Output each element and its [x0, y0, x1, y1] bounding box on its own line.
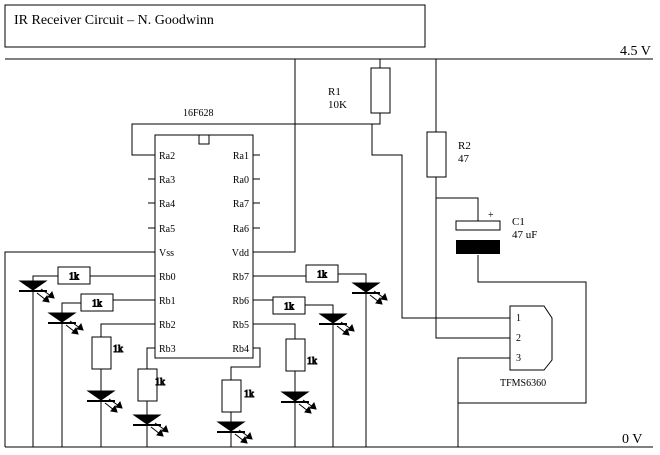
r2-resistor [426, 131, 447, 178]
pin-label-ra2: Ra2 [159, 151, 175, 162]
led-rb0 [18, 280, 55, 303]
pin-label-rb0: Rb0 [159, 272, 176, 283]
wire-rb2 [100, 323, 155, 337]
pin-label-ra5: Ra5 [159, 224, 175, 235]
pin-label-vdd: Vdd [232, 248, 249, 259]
vcc-label: 4.5 V [620, 44, 651, 59]
led-rb5 [280, 391, 317, 414]
wiring [4, 59, 587, 447]
wire-rb4 [230, 347, 261, 380]
r1-value: 10K [328, 99, 347, 111]
resistor-rb6-value: 1k [284, 302, 294, 313]
led-rb4 [216, 421, 253, 444]
r1-resistor [370, 67, 391, 114]
resistor-rb2-value: 1k [113, 344, 123, 355]
led-rb7 [351, 282, 388, 305]
pic-16f628-chip [154, 134, 254, 359]
resistor-rb5 [285, 338, 306, 372]
wire-rb3 [146, 347, 155, 369]
r2-ref: R2 [458, 140, 471, 152]
pin-label-rb1: Rb1 [159, 296, 176, 307]
pin-label-rb6: Rb6 [232, 296, 249, 307]
pin-label-rb7: Rb7 [232, 272, 249, 283]
wire-rb5 [253, 323, 296, 339]
resistor-rb3-value: 1k [155, 377, 165, 388]
pin-label-rb3: Rb3 [159, 344, 176, 355]
c1-value: 47 uF [512, 229, 537, 241]
pin-label-ra3: Ra3 [159, 175, 175, 186]
resistor-rb4-value: 1k [244, 389, 254, 400]
pin-label-rb2: Rb2 [159, 320, 176, 331]
wire-rb7-led [338, 273, 367, 283]
r2-value: 47 [458, 153, 470, 165]
resistor-rb4 [221, 379, 242, 413]
pin-label-ra1: Ra1 [233, 151, 249, 162]
wire-rb1-led [61, 302, 81, 313]
wire-rb6-led [305, 304, 334, 314]
title-box [4, 4, 426, 48]
resistor-rb7-value: 1k [317, 270, 327, 281]
pin-label-ra0: Ra0 [233, 175, 249, 186]
led-rb2 [86, 390, 123, 413]
led-rb1 [47, 312, 84, 335]
receiver-part-label: TFMS6360 [500, 378, 546, 389]
ic-part-label: 16F628 [183, 108, 214, 119]
tfms6360-receiver [509, 305, 553, 371]
pin-label-ra7: Ra7 [233, 199, 249, 210]
pin-label-ra6: Ra6 [233, 224, 249, 235]
led-rb3 [132, 414, 169, 437]
diagram-title: IR Receiver Circuit – N. Goodwinn [14, 13, 214, 28]
c1-ref: C1 [512, 216, 525, 228]
receiver-pin-1: 1 [516, 313, 521, 324]
pin-label-rb4: Rb4 [232, 344, 249, 355]
resistor-rb1-value: 1k [92, 299, 102, 310]
resistor-rb2 [91, 336, 112, 370]
resistor-rb0-value: 1k [69, 272, 79, 283]
led-rb6 [318, 313, 355, 336]
wire-rb0-led [32, 275, 58, 281]
resistor-rb5-value: 1k [307, 356, 317, 367]
r1-ref: R1 [328, 86, 341, 98]
pin-label-vss: Vss [159, 248, 174, 259]
pin-label-rb5: Rb5 [232, 320, 249, 331]
c1-polarity-mark: + [488, 210, 494, 221]
receiver-pin-3: 3 [516, 353, 521, 364]
pin-label-ra4: Ra4 [159, 199, 175, 210]
receiver-pin-2: 2 [516, 333, 521, 344]
c1-capacitor [455, 220, 501, 254]
gnd-label: 0 V [622, 432, 642, 447]
